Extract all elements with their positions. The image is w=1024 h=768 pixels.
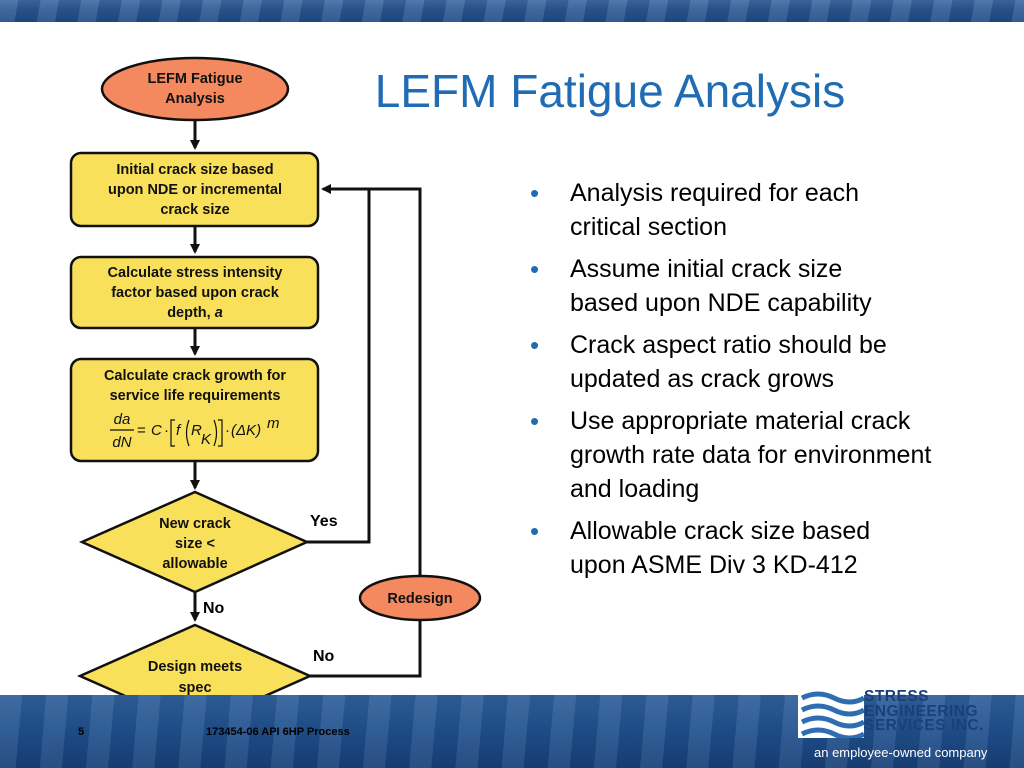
svg-text:allowable: allowable — [162, 556, 227, 572]
logo-waves-icon — [798, 688, 864, 738]
box-crack-growth: Calculate crack growth for service life … — [69, 357, 320, 463]
svg-text:Redesign: Redesign — [387, 591, 452, 607]
logo-wordmark: STRESS ENGINEERING SERVICES INC. — [864, 688, 984, 734]
bullet-item: •Assume initial crack size based upon ND… — [530, 254, 872, 317]
svg-text:depth, a: depth, a — [167, 305, 223, 321]
svg-text:K: K — [201, 431, 212, 448]
decision-new-crack-size: New crack size < allowable — [78, 490, 311, 594]
bullet-item: •Analysis required for each critical sec… — [530, 178, 860, 241]
crack-growth-equation: da dN = C · f R K · (ΔK) m — [110, 411, 280, 451]
bullet-list: •Analysis required for each critical sec… — [530, 176, 990, 590]
footer-text: 173454-06 API 6HP Process — [206, 726, 350, 738]
svg-text:=: = — [137, 422, 146, 439]
svg-text:m: m — [267, 415, 280, 432]
top-banner — [0, 0, 1024, 22]
svg-text:f: f — [176, 422, 182, 439]
svg-text:size <: size < — [175, 536, 215, 552]
svg-text:·: · — [225, 422, 230, 439]
line-no-to-redesign — [310, 621, 422, 678]
svg-text:Analysis: Analysis — [165, 91, 225, 107]
bullet-item: •Allowable crack size based upon ASME Di… — [530, 516, 871, 579]
line-redesign-loop — [369, 187, 422, 575]
svg-text:factor based upon crack: factor based upon crack — [111, 285, 280, 301]
start-oval: LEFM Fatigue Analysis — [100, 56, 290, 122]
svg-text:Calculate crack growth for: Calculate crack growth for — [104, 368, 286, 384]
svg-text:·: · — [164, 422, 169, 439]
logo-tagline: an employee-owned company — [814, 745, 988, 760]
svg-text:LEFM Fatigue: LEFM Fatigue — [147, 71, 242, 87]
bullet-item: •Crack aspect ratio should be updated as… — [530, 330, 887, 393]
label-no-1: No — [203, 600, 225, 617]
label-no-2: No — [313, 648, 335, 665]
page-number: 5 — [78, 726, 85, 738]
svg-text:Calculate stress intensity: Calculate stress intensity — [108, 265, 283, 281]
label-yes: Yes — [310, 513, 338, 530]
page-title: LEFM Fatigue Analysis — [374, 65, 846, 117]
connectors — [190, 118, 422, 678]
svg-text:R: R — [191, 422, 202, 439]
svg-text:spec: spec — [178, 680, 211, 696]
svg-text:C: C — [151, 422, 162, 439]
svg-text:da: da — [114, 411, 131, 428]
redesign-oval: Redesign — [358, 574, 482, 622]
company-logo: STRESS ENGINEERING SERVICES INC. — [794, 686, 1014, 738]
svg-text:crack size: crack size — [160, 202, 229, 218]
box-stress-intensity: Calculate stress intensity factor based … — [69, 255, 320, 330]
bullet-item: •Use appropriate material crack growth r… — [530, 406, 932, 503]
svg-text:dN: dN — [112, 434, 131, 451]
svg-text:New crack: New crack — [159, 516, 232, 532]
svg-text:Initial crack size based: Initial crack size based — [116, 162, 273, 178]
svg-text:service life requirements: service life requirements — [110, 388, 281, 404]
arrow-yes-loop — [307, 184, 371, 544]
svg-text:upon NDE or incremental: upon NDE or incremental — [108, 182, 282, 198]
svg-text:Design meets: Design meets — [148, 659, 242, 675]
svg-text:(ΔK): (ΔK) — [231, 422, 261, 439]
box-initial-crack-size: Initial crack size based upon NDE or inc… — [69, 151, 320, 228]
